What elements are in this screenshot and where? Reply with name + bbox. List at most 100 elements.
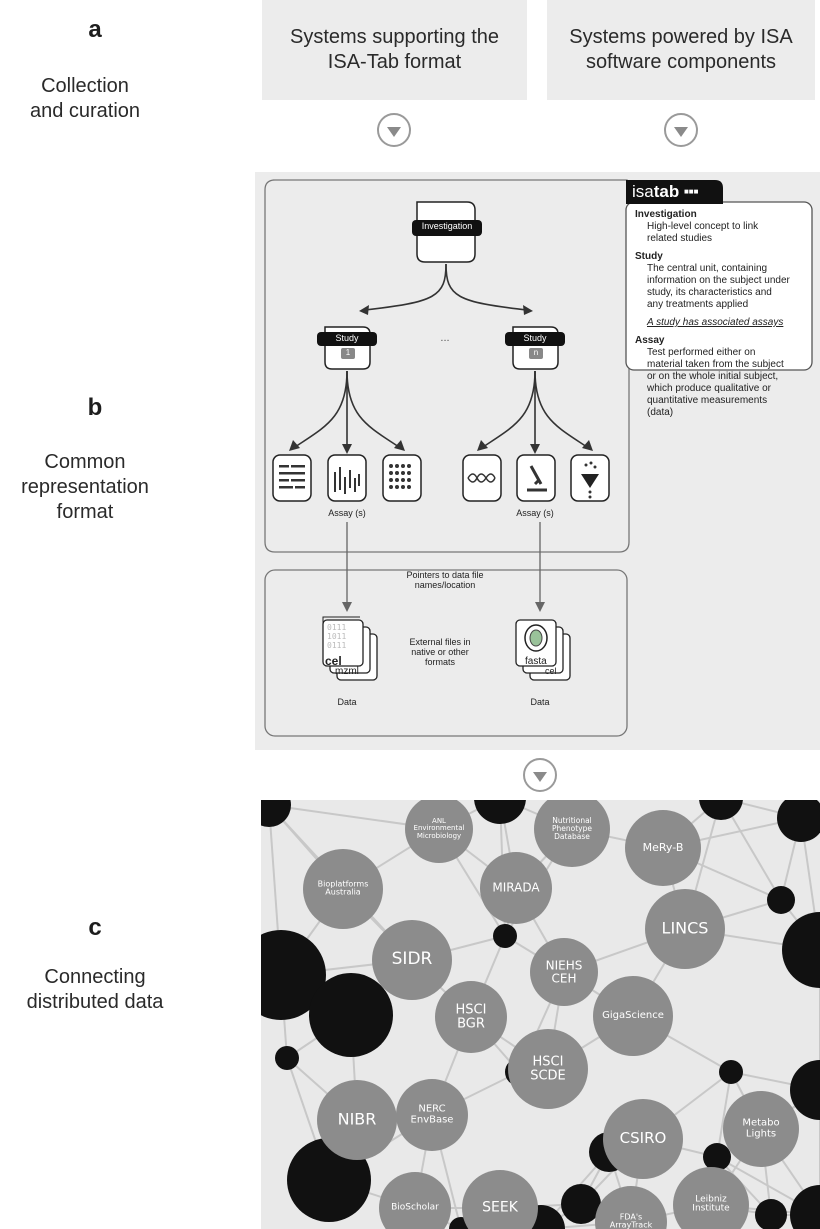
file-label-cel: cel <box>325 654 342 668</box>
network-node-label-line: ANL <box>432 816 446 825</box>
network-node <box>723 1091 799 1167</box>
svg-text:0111: 0111 <box>327 641 346 650</box>
network-node-label-line: HSCI <box>532 1054 564 1070</box>
network-graph <box>261 800 820 1229</box>
top-box-right-line2: software components <box>585 51 777 73</box>
network-node-label-line: HSCI <box>455 1002 487 1018</box>
network-node-black <box>703 1143 731 1171</box>
network-node-label-line: CEH <box>551 971 577 985</box>
legend-assay-line5: quantitative measurements <box>647 395 768 406</box>
network-node-label-line: Environmental <box>413 824 465 833</box>
top-box-left-line1: Systems supporting the <box>290 26 499 48</box>
network-node-label-line: NIBR <box>337 1109 377 1129</box>
legend-assay-title: Assay <box>635 335 665 346</box>
legend-assay-line3: or on the whole initial subject, <box>647 371 779 382</box>
section-letter-a: a <box>88 16 102 43</box>
study-ellipsis: ... <box>440 332 450 344</box>
section-label-a: Collection and curation <box>0 74 185 124</box>
network-node-black <box>261 930 326 1020</box>
network-node-label-line: NERC <box>418 1103 446 1115</box>
network-node-label-line: Institute <box>692 1204 730 1214</box>
network-node-label-line: SEEK <box>482 1199 518 1216</box>
network-node <box>645 889 725 969</box>
network-node-black <box>719 1060 743 1084</box>
network-node-black <box>790 1185 820 1229</box>
network-edge <box>716 1071 732 1158</box>
network-node <box>593 976 673 1056</box>
section-label-c-line2: distributed data <box>26 991 164 1013</box>
network-node-label-line: FDA's <box>619 1212 643 1222</box>
top-box-left-line2: ISA-Tab format <box>327 51 462 73</box>
network-node <box>372 920 452 1000</box>
network-node-label-line: MIRADA <box>492 880 540 895</box>
section-label-a-line1: Collection <box>41 75 129 97</box>
network-node-label-line: Australia <box>325 888 361 897</box>
svg-text:0111: 0111 <box>327 623 346 632</box>
isatab-logo-plain: isa <box>632 182 654 201</box>
network-node <box>303 849 383 929</box>
network-node-label-line: Nutritional <box>552 816 592 826</box>
network-node-black <box>309 973 393 1057</box>
network-node-label-line: Leibniz <box>695 1194 727 1205</box>
legend-assay-line6: (data) <box>647 407 674 418</box>
network-node <box>508 1029 588 1109</box>
top-box-right-line1: Systems powered by ISA <box>569 26 793 48</box>
legend-assay-line2: material taken from the subject <box>647 359 784 370</box>
network-node-label-line: MeRy-B <box>642 841 684 855</box>
network-node-label: BioScholar <box>391 1202 439 1212</box>
isatab-logo-dots-icon: ■■■ <box>683 187 699 196</box>
external-files-text: External files in native or other format… <box>390 637 490 667</box>
study-index-right: n <box>533 348 539 357</box>
network-node-label: SIDR <box>392 950 433 969</box>
network-node-label: MeRy-B <box>643 842 684 854</box>
network-node-black <box>755 1199 787 1229</box>
external-line3: formats <box>424 657 455 667</box>
network-node-label-line: BGR <box>457 1016 485 1031</box>
network-node-label-line: Phenotype <box>552 824 592 834</box>
down-arrow-icon <box>523 758 557 792</box>
legend-study-line3: study, its characteristics and <box>647 287 772 298</box>
legend: Investigation High-level concept to link… <box>635 209 807 419</box>
network-node <box>673 1167 749 1229</box>
network-node-label-line: Microbiology <box>416 831 462 840</box>
legend-assay-line4: which produce qualitative or <box>647 383 771 394</box>
file-label-mzml: mzml <box>335 666 359 677</box>
legend-study-line4: any treatments applied <box>647 299 749 310</box>
network-node-black <box>782 912 820 988</box>
pointers-text: Pointers to data file names/location <box>365 570 525 590</box>
network-node-label-line: GigaScience <box>602 1009 664 1021</box>
network-node-black <box>777 800 820 842</box>
network-node-label-line: Metabo <box>742 1117 780 1129</box>
network-node-black <box>699 800 743 820</box>
network-node-black <box>790 1060 820 1120</box>
section-letter-c: c <box>88 914 102 941</box>
network-node <box>435 981 507 1053</box>
network-node <box>530 938 598 1006</box>
file-label-cel-right: cel <box>545 666 557 676</box>
pointers-line2: names/location <box>414 580 476 590</box>
network-node <box>603 1099 683 1179</box>
legend-assay-line1: Test performed either on <box>647 347 756 358</box>
network-node-label-line: Bioplatforms <box>317 879 369 889</box>
down-arrow-icon <box>664 113 698 147</box>
network-node-label: SEEK <box>482 1199 518 1216</box>
network-node-label: CSIRO <box>619 1129 667 1148</box>
network-node-label-line: ArrayTrack <box>609 1221 653 1229</box>
external-line1: External files in <box>409 637 471 647</box>
legend-study-note: A study has associated assays <box>647 317 784 328</box>
section-label-b-line1: Common <box>44 451 126 473</box>
network-node <box>462 1170 538 1229</box>
network-node-label: LINCS <box>662 920 709 938</box>
network-node <box>595 1186 667 1229</box>
network-node-label-line: CSIRO <box>619 1129 667 1148</box>
legend-investigation-line2: related studies <box>647 233 713 244</box>
legend-study-title: Study <box>635 251 663 262</box>
section-label-c: Connecting distributed data <box>0 965 195 1015</box>
